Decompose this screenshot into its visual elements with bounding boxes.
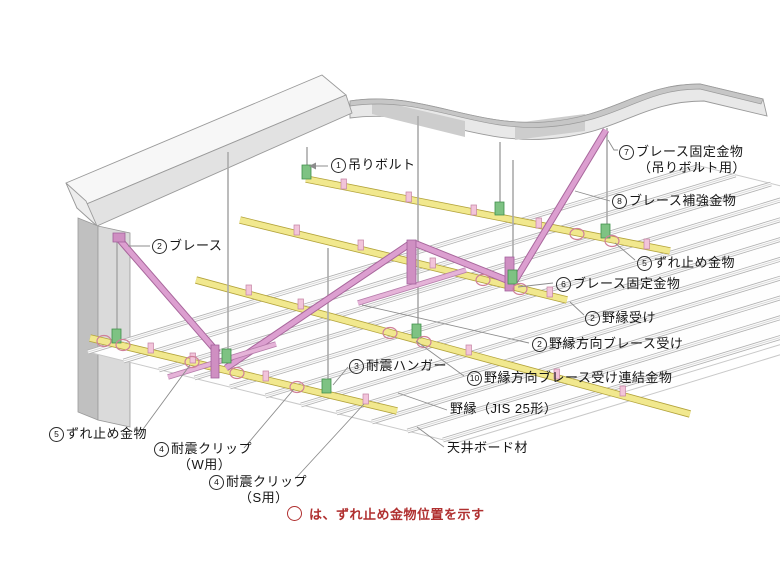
- slip-stop-marker: [512, 282, 528, 296]
- slip-stop-marker: [569, 227, 585, 241]
- slip-stop-marker: [115, 338, 131, 352]
- label-number: 5: [49, 427, 64, 442]
- legend: は、ずれ止め金物位置を示す: [287, 504, 485, 523]
- hanging-bolt-rods: [116, 116, 608, 384]
- slip-stop-marker: [604, 234, 620, 248]
- label-text: 吊りボルト: [348, 157, 416, 172]
- joist-receiver-face: [89, 176, 691, 417]
- concrete-beam: [65, 74, 353, 227]
- leader-arrow-icon: [309, 162, 316, 170]
- label-text-line2: （S用）: [239, 490, 289, 505]
- label-number: 6: [556, 277, 571, 292]
- joist-receiver-channels: [89, 175, 691, 418]
- label-number: 4: [154, 442, 169, 457]
- label-text: 天井ボード材: [447, 440, 529, 455]
- wall-dark-face: [77, 217, 99, 421]
- label-nobuchi: 野縁（JIS 25形）: [450, 401, 557, 416]
- slip-stop-marker: [229, 366, 245, 380]
- label-text: ずれ止め金物: [66, 426, 148, 441]
- curved-slab-top-edge: [349, 83, 764, 128]
- connector-clips: [147, 178, 650, 405]
- slip-stop-symbol-icon: [287, 506, 302, 521]
- slip-stop-marker: [382, 326, 398, 340]
- label-text: 耐震ハンガー: [366, 358, 448, 373]
- wall: [77, 217, 131, 428]
- label-text: 野縁（JIS 25形）: [450, 401, 558, 416]
- slip-stop-marker: [475, 273, 491, 287]
- hanging-bolts: [116, 116, 608, 384]
- label-text: ブレース固定金物: [636, 144, 744, 159]
- brace-fixing-plate: [112, 232, 515, 379]
- seismic-hanger-clip: [111, 164, 611, 394]
- label-number: 2: [152, 239, 167, 254]
- ceiling-board-edge: [461, 354, 780, 453]
- connector-clip: [147, 178, 650, 405]
- label-number: 2: [585, 311, 600, 326]
- label-number: 7: [619, 145, 634, 160]
- label-text: 耐震クリップ: [171, 441, 253, 456]
- label-text: ブレース補強金物: [629, 193, 737, 208]
- label-text: ブレース固定金物: [573, 276, 681, 291]
- leader-lines: [128, 139, 636, 480]
- leader-line: [128, 139, 636, 480]
- braces: [116, 128, 609, 371]
- slip-stop-marker: [96, 334, 112, 348]
- label-ceiling-board: 天井ボード材: [447, 440, 528, 455]
- slip-stop-marker: [184, 355, 200, 369]
- label-text: 野縁方向ブレース受け: [549, 336, 684, 351]
- label-text: 野縁方向ブレース受け連結金物: [484, 370, 673, 385]
- slip-stop-marker: [289, 380, 305, 394]
- legend-text: は、ずれ止め金物位置を示す: [309, 507, 485, 522]
- label-text-line2: （吊りボルト用）: [638, 160, 747, 175]
- label-number: 2: [532, 337, 547, 352]
- label-text-line2: （W用）: [178, 457, 232, 472]
- brace-face: [117, 128, 609, 371]
- label-text: 耐震クリップ: [226, 474, 308, 489]
- label-number: 8: [612, 194, 627, 209]
- slip-stop-markers: [96, 227, 620, 394]
- label-number: 10: [467, 371, 482, 386]
- beam-top-face: [65, 74, 347, 209]
- label-number: 3: [349, 359, 364, 374]
- label-number: 5: [637, 256, 652, 271]
- seismic-hangers: [111, 164, 611, 394]
- wall-light-face: [97, 225, 131, 428]
- curved-slab: [349, 83, 768, 140]
- label-text: ブレース: [169, 238, 223, 253]
- label-number: 4: [209, 475, 224, 490]
- label-text: 野縁受け: [602, 310, 657, 325]
- label-text: ずれ止め金物: [654, 255, 736, 270]
- brace-fixing-plates: [112, 232, 515, 379]
- label-number: 1: [331, 158, 346, 173]
